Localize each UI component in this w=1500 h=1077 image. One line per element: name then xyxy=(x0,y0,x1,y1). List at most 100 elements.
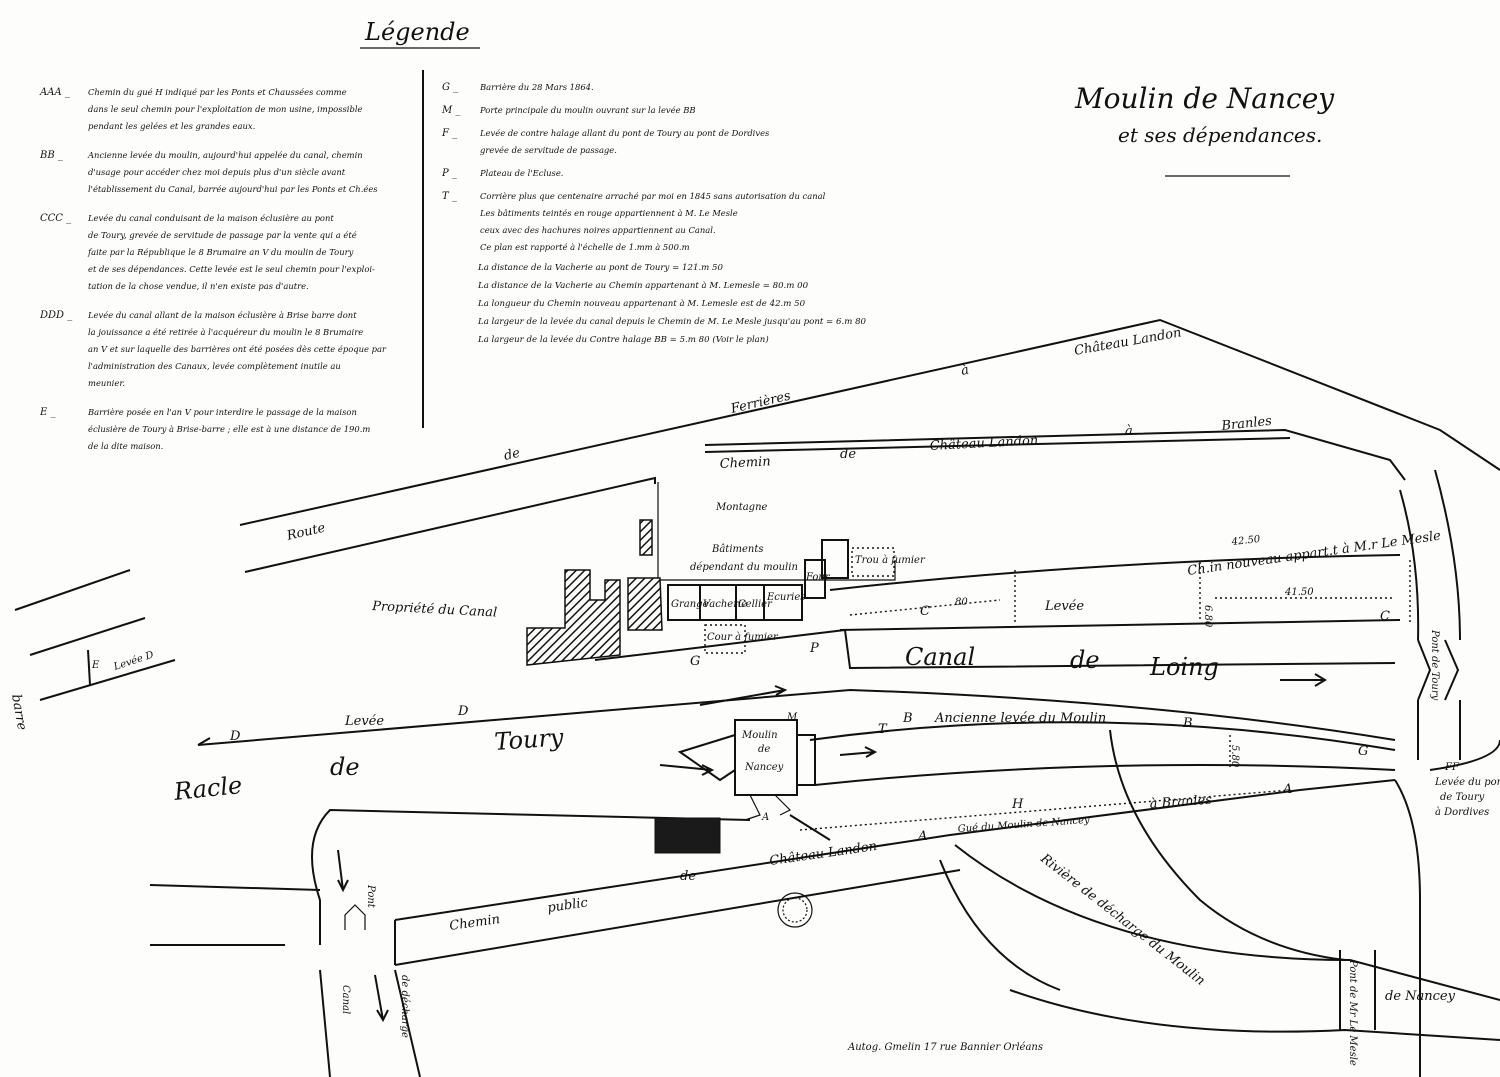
label-b2: B xyxy=(1182,716,1193,731)
label-ff-1: Levée du pont xyxy=(1434,777,1500,788)
canal-bottom-left xyxy=(319,969,421,1077)
canal-building-hatched-2 xyxy=(526,569,621,666)
legend-line: Chemin du gué H indiqué par les Ponts et… xyxy=(88,87,347,97)
trou-fumier-box xyxy=(851,547,895,577)
legend-line: éclusière de Toury à Brise-barre ; elle … xyxy=(88,424,370,434)
legend-key: CCC _ xyxy=(40,213,71,224)
legend-title: Légende xyxy=(364,18,470,46)
legend-key: F _ xyxy=(441,128,457,139)
pont-bottom-left xyxy=(319,900,396,965)
arrow-mill-in xyxy=(659,764,715,776)
legend-line: Barrière du 28 Mars 1864. xyxy=(479,82,594,92)
archive-stamp xyxy=(777,892,813,928)
label-pont-toury-right: Pont de Toury xyxy=(1429,629,1440,701)
legend-line: an V et sur laquelle des barrières ont é… xyxy=(88,344,387,354)
label-vacherie: Vacherie xyxy=(703,599,747,610)
label-batiments: Bâtiments xyxy=(711,544,764,555)
label-d1: D xyxy=(229,729,241,744)
moulin-building xyxy=(734,719,798,796)
label-moulin-de: de xyxy=(758,744,770,755)
label-public: public xyxy=(546,895,589,916)
legend-left: AAA _ Chemin du gué H indiqué par les Pon… xyxy=(39,87,387,451)
levee-c-upper xyxy=(829,554,1401,591)
label-ff-2: de Toury xyxy=(1440,792,1485,803)
legend-distances: La distance de la Vacherie au pont de To… xyxy=(477,263,867,345)
label-barre: barre xyxy=(8,693,29,732)
label-chemin-public: Chemin xyxy=(448,912,500,934)
label-d2: D xyxy=(457,704,469,719)
arrow-canal-flow xyxy=(1280,673,1327,687)
chemin-chateau-landon-lower xyxy=(704,437,1291,453)
pont-arch xyxy=(344,904,366,930)
label-ancienne-levee: Ancienne levée du Moulin xyxy=(934,711,1106,726)
label-racle-de: de xyxy=(330,753,360,781)
label-t: T xyxy=(878,722,888,737)
legend-line: ceux avec des hachures noires appartienn… xyxy=(480,225,716,235)
road-dordives-west xyxy=(1394,779,1421,1077)
label-ferrieres: Ferrières xyxy=(729,389,793,418)
label-canal-loing: Loing xyxy=(1149,653,1219,681)
legend-line: Levée de contre halage allant du pont de… xyxy=(479,128,770,138)
label-riviere: Rivière de décharge du Moulin xyxy=(1037,851,1208,989)
label-route: Route xyxy=(285,520,328,544)
mill-tailrace-east xyxy=(789,814,831,841)
legend-key: AAA _ xyxy=(39,87,70,98)
label-levee-c: Levée xyxy=(1044,599,1084,614)
label-grange: Grange xyxy=(671,599,709,610)
label-four: Four xyxy=(805,572,831,583)
label-canal-bottom: Canal xyxy=(340,985,351,1014)
legend-key: G _ xyxy=(442,82,458,93)
label-g1: G xyxy=(690,654,700,669)
canal-building-hatched-3 xyxy=(627,577,663,631)
label-moulin: Moulin xyxy=(741,730,778,741)
riviere-sweep xyxy=(939,859,1061,991)
label-chemin-nouveau: Ch.in nouveau appart.t à M.r Le Mesle xyxy=(1186,528,1442,578)
brise-barre-strip xyxy=(14,569,176,701)
label-m: M xyxy=(786,712,798,723)
legend-line: faite par la République le 8 Brumaire an… xyxy=(87,247,354,257)
route-ferrieres xyxy=(239,318,1500,526)
label-route-a: à xyxy=(960,363,971,379)
moulin-sluice xyxy=(677,734,736,782)
arrow-decharge-down xyxy=(374,974,389,1023)
label-pont-nancey: Pont de Mr Le Mesle xyxy=(1347,959,1358,1066)
chemin-public-north xyxy=(394,779,1396,921)
label-b1: B xyxy=(902,711,913,726)
label-a1: A xyxy=(917,829,927,844)
label-branles-top: Branles xyxy=(1220,414,1273,434)
legend-line: de la dite maison. xyxy=(88,441,163,451)
arrow-mill-out xyxy=(839,746,878,758)
label-racle: Racle xyxy=(172,771,244,806)
label-h: H xyxy=(1011,797,1024,812)
right-road-west xyxy=(1399,489,1420,641)
legend-line: Ancienne levée du moulin, aujourd'hui ap… xyxy=(87,150,363,160)
building-ecuries xyxy=(763,584,803,621)
label-route-de: de xyxy=(503,446,522,464)
right-road-east xyxy=(1434,469,1461,641)
legend-line: Levée du canal allant de la maison éclus… xyxy=(87,310,357,320)
levee-c-lower xyxy=(839,619,1401,631)
levee-d-top xyxy=(197,688,1396,746)
canal-building-hatched-1 xyxy=(639,519,653,556)
legend-line: Plateau de l'Ecluse. xyxy=(479,168,563,178)
legend-line: l'établissement du Canal, barrée aujourd… xyxy=(88,184,378,194)
riviere-lower xyxy=(1009,989,1500,1041)
label-chemin: Chemin xyxy=(719,454,771,472)
legend-key: M _ xyxy=(441,105,460,116)
label-ff-3: à Dordives xyxy=(1435,807,1489,818)
label-chemin-de: de xyxy=(840,447,856,462)
label-p: P xyxy=(809,641,819,656)
legend-distance: La largeur de la levée du canal depuis l… xyxy=(477,316,867,327)
canal-north-bank xyxy=(594,628,1396,670)
legend-line: meunier. xyxy=(88,378,125,388)
legend-key: E _ xyxy=(39,407,55,418)
riviere-south xyxy=(1109,729,1346,961)
legend-line: et de ses dépendances. Cette levée est l… xyxy=(88,264,375,274)
legend-line: l'administration des Canaux, levée compl… xyxy=(88,361,341,371)
levee-d-bottom xyxy=(197,737,211,746)
pont-nancey xyxy=(1339,950,1376,1030)
label-printer: Autog. Gmelin 17 rue Bannier Orléans xyxy=(847,1042,1043,1053)
chemin-chateau-landon xyxy=(704,428,1406,481)
label-toury: Toury xyxy=(493,723,564,756)
label-pont-bottom-left: Pont xyxy=(365,884,376,909)
